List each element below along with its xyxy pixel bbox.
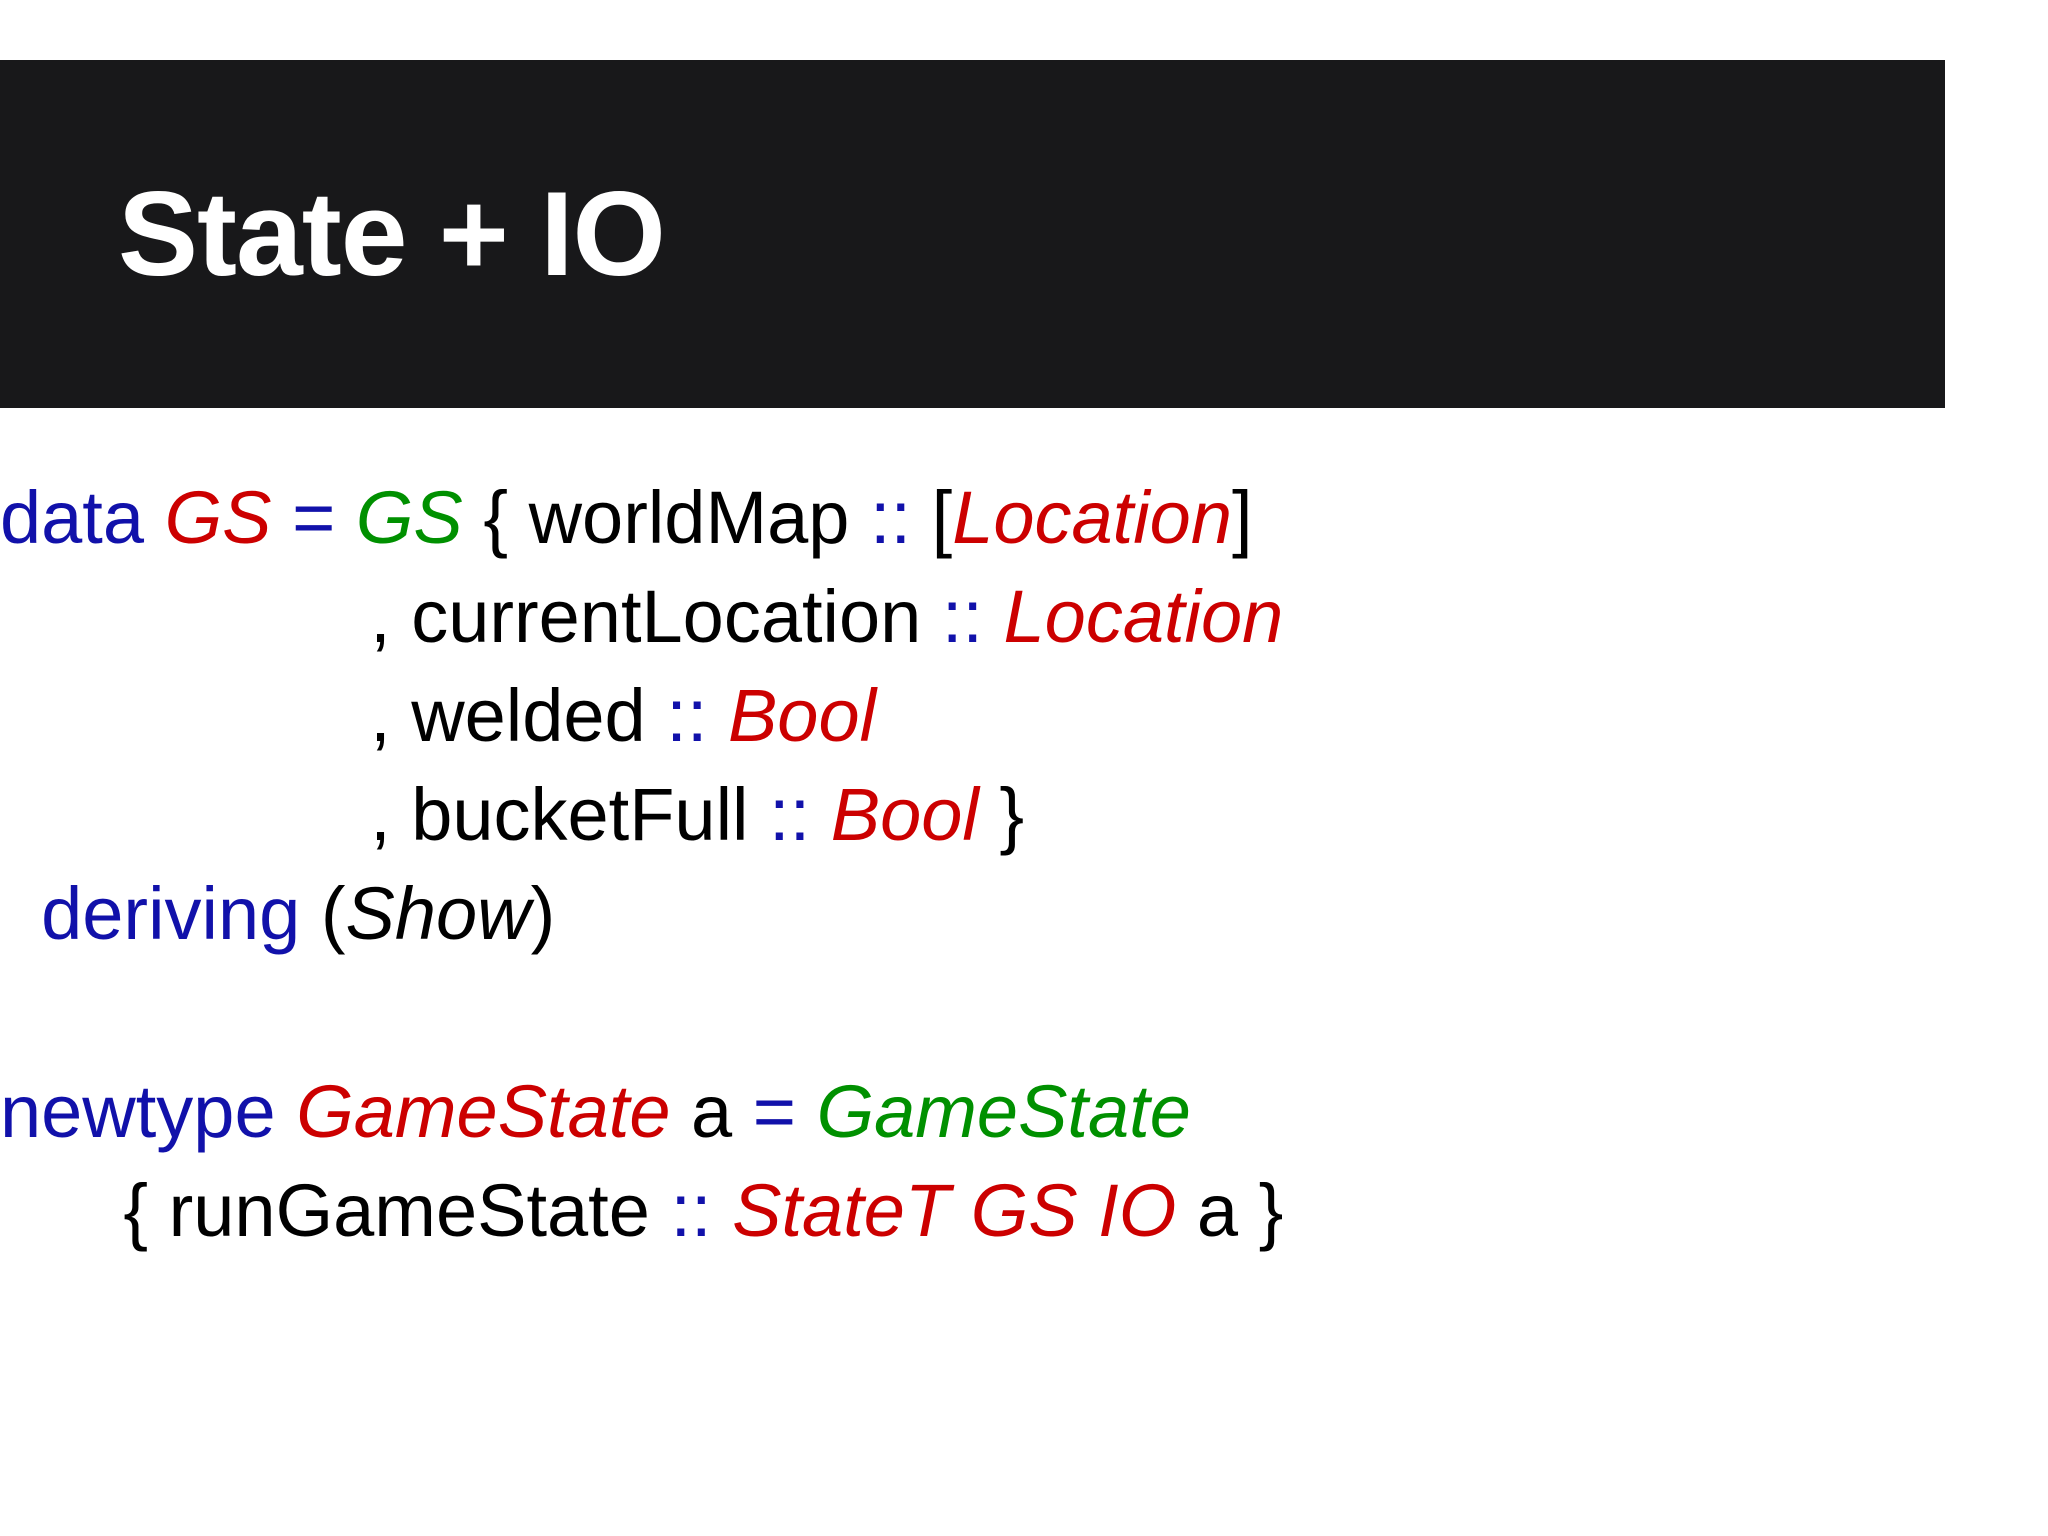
code-indent [0,575,370,658]
code-indent [0,872,41,955]
code-token [707,674,728,757]
code-token: newtype [0,1070,297,1153]
code-token: data [0,476,165,559]
code-token: { runGameState [123,1169,671,1252]
code-token: GameState [816,1070,1191,1153]
title-banner: State + IO [0,60,1945,408]
code-token [983,575,1004,658]
line-newtype-gamestate: newtype GameState a = GameState [0,1062,2048,1161]
code-token: , bucketFull [370,773,770,856]
line-blank [0,963,2048,1062]
code-token: GS [164,476,272,559]
code-token: , welded [370,674,667,757]
line-current-location: , currentLocation :: Location [0,567,2048,666]
code-indent [0,1169,123,1252]
line-deriving: deriving (Show) [0,864,2048,963]
code-token [712,1169,733,1252]
code-indent [0,674,370,757]
code-token: GS [355,476,463,559]
code-token: ( [300,872,346,955]
code-token: StateT GS IO [732,1169,1177,1252]
code-token: Bool [830,773,979,856]
code-token: :: [666,674,708,757]
code-token [272,476,293,559]
code-token: :: [869,476,912,559]
code-token: [ [911,476,953,559]
code-token: = [752,1070,796,1153]
code-token: } [978,773,1025,856]
code-token: ] [1232,476,1253,559]
code-token [796,1070,817,1153]
line-data-gs: data GS = GS { worldMap :: [Location] [0,468,2048,567]
code-token: :: [769,773,811,856]
code-token: :: [670,1169,712,1252]
line-bucket-full: , bucketFull :: Bool } [0,765,2048,864]
line-run-gamestate: { runGameState :: StateT GS IO a } [0,1161,2048,1260]
code-token: ) [530,872,556,955]
code-token: a } [1176,1169,1284,1252]
code-token [335,476,356,559]
code-token: :: [941,575,983,658]
code-token [810,773,831,856]
code-token: GameState [296,1070,671,1153]
code-token: Location [952,476,1232,559]
code-block: data GS = GS { worldMap :: [Location] , … [0,468,2048,1260]
code-token: Bool [727,674,877,757]
code-token: Show [345,872,531,955]
code-token: a [670,1070,753,1153]
line-welded: , welded :: Bool [0,666,2048,765]
code-token: , currentLocation [370,575,942,658]
code-indent [0,773,370,856]
code-token: deriving [41,872,301,955]
code-token: Location [1003,575,1284,658]
code-token: { worldMap [462,476,870,559]
code-token: = [292,476,336,559]
page-title: State + IO [118,167,666,301]
